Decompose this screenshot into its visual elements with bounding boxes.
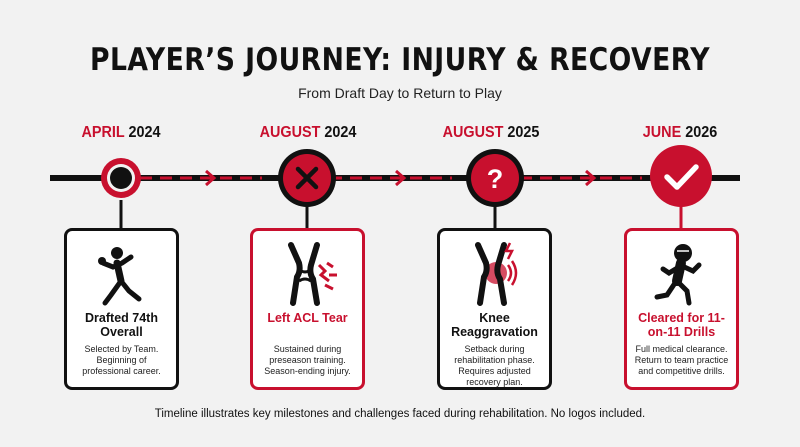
milestone-description: Setback during rehabilitation phase. Req… <box>454 344 535 387</box>
checkmark-icon <box>650 145 712 207</box>
page-subtitle: From Draft Day to Return to Play <box>298 85 502 101</box>
milestone-description: Selected by Team. Beginning of professio… <box>82 344 161 376</box>
milestone-card-4: Cleared for 11-on-11 Drills Full medical… <box>624 228 739 390</box>
milestone-month: JUNE <box>642 124 682 141</box>
milestone-year: 2026 <box>685 124 718 141</box>
milestone-title: Drafted 74th Overall <box>85 311 158 339</box>
milestone-year: 2024 <box>128 124 161 141</box>
milestone-year: 2024 <box>324 124 357 141</box>
page-title: PLAYER’S JOURNEY: INJURY & RECOVERY <box>89 42 710 78</box>
pitcher-throwing-icon <box>98 247 142 306</box>
milestone-title: Knee Reaggravation <box>451 311 538 339</box>
knee-injury-icon <box>288 242 337 306</box>
milestone-card-2: Left ACL Tear Sustained during preseason… <box>250 228 365 390</box>
milestone-date-4: JUNE 2026 <box>608 124 752 142</box>
chevron-right-icon <box>205 169 597 187</box>
milestone-date-1: APRIL 2024 <box>49 124 193 142</box>
milestone-date-2: AUGUST 2024 <box>236 124 380 142</box>
footer-note: Timeline illustrates key milestones and … <box>154 408 646 420</box>
x-icon <box>278 149 336 207</box>
milestone-month: AUGUST <box>442 124 504 141</box>
milestone-month: AUGUST <box>259 124 321 141</box>
question-icon: ? <box>466 149 524 207</box>
knee-pain-icon <box>475 242 518 306</box>
football-player-running-icon <box>654 244 702 306</box>
milestone-title: Cleared for 11-on-11 Drills <box>638 311 725 339</box>
milestone-description: Sustained during preseason training. Sea… <box>264 344 351 376</box>
milestone-card-1: Drafted 74th Overall Selected by Team. B… <box>64 228 179 390</box>
svg-text:?: ? <box>487 164 504 194</box>
milestone-title: Left ACL Tear <box>267 311 348 325</box>
milestone-description: Full medical clearance. Return to team p… <box>634 344 729 376</box>
milestone-card-3: Knee Reaggravation Setback during rehabi… <box>437 228 552 390</box>
milestone-year: 2025 <box>507 124 540 141</box>
dot-icon <box>101 158 141 198</box>
milestone-date-3: AUGUST 2025 <box>419 124 563 142</box>
milestone-month: APRIL <box>81 124 125 141</box>
